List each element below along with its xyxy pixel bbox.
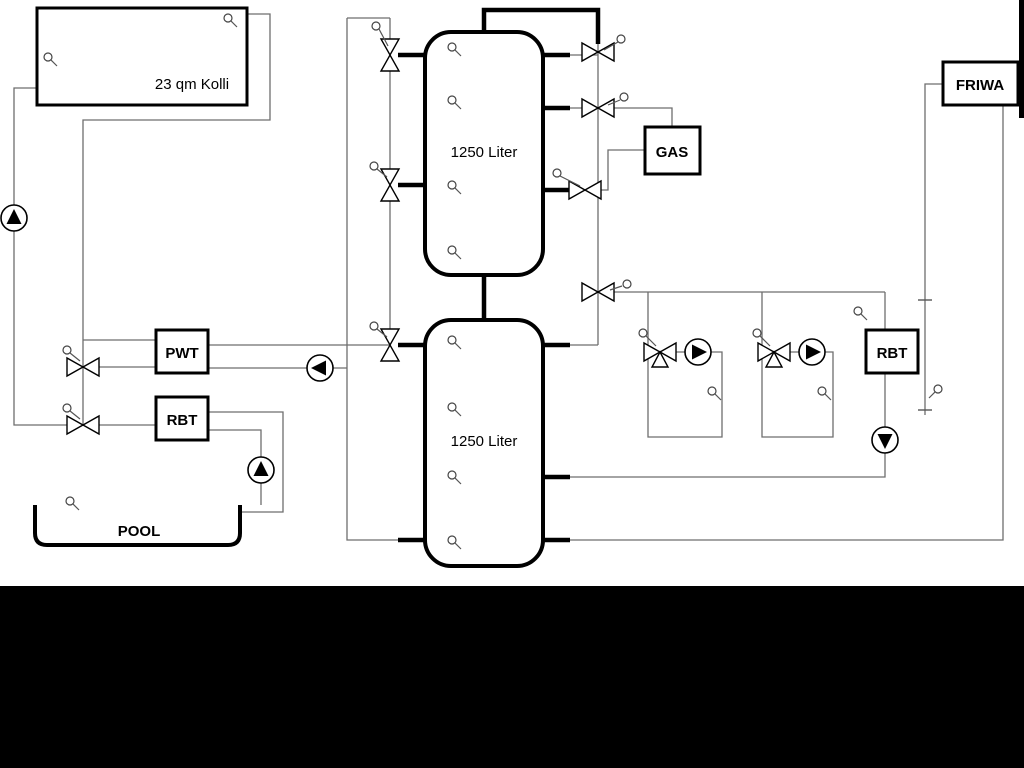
right-rbt-label: RBT: [877, 345, 908, 362]
collector-label: 23 qm Kolli: [155, 76, 229, 93]
valve-actuators: [62, 21, 771, 420]
tank-charge-pump-icon: [306, 354, 334, 382]
vessels-and-units: [33, 6, 1020, 568]
bottom-letterbox: [0, 586, 1024, 768]
solar-pump-icon: [0, 204, 28, 232]
pwt-label: PWT: [165, 345, 198, 362]
tank-bottom-label: 1250 Liter: [451, 433, 518, 450]
main-pipes: [398, 7, 601, 543]
tank-top-label: 1250 Liter: [451, 144, 518, 161]
pool-basin: [33, 505, 242, 547]
right-edge-bar: [1019, 0, 1024, 118]
gas-boiler-box: [643, 125, 702, 176]
friwa-box: [941, 60, 1020, 107]
pool-label: POOL: [118, 523, 161, 540]
solar-collector-box: [35, 6, 249, 107]
rbt-return-pump-icon: [871, 426, 899, 454]
pool-rbt-label: RBT: [167, 412, 198, 429]
right-rbt-box: [864, 328, 920, 375]
heating-pump-2-icon: [798, 338, 826, 366]
heating-pump-1-icon: [684, 338, 712, 366]
gas-label: GAS: [656, 144, 689, 161]
pool-rbt-box: [154, 395, 210, 442]
pwt-heat-exchanger-box: [154, 328, 210, 375]
friwa-label: FRIWA: [956, 77, 1004, 94]
pool-pump-icon: [247, 456, 275, 484]
labels: 23 qm Kolli 1250 Liter 1250 Liter GAS FR…: [118, 76, 1005, 540]
